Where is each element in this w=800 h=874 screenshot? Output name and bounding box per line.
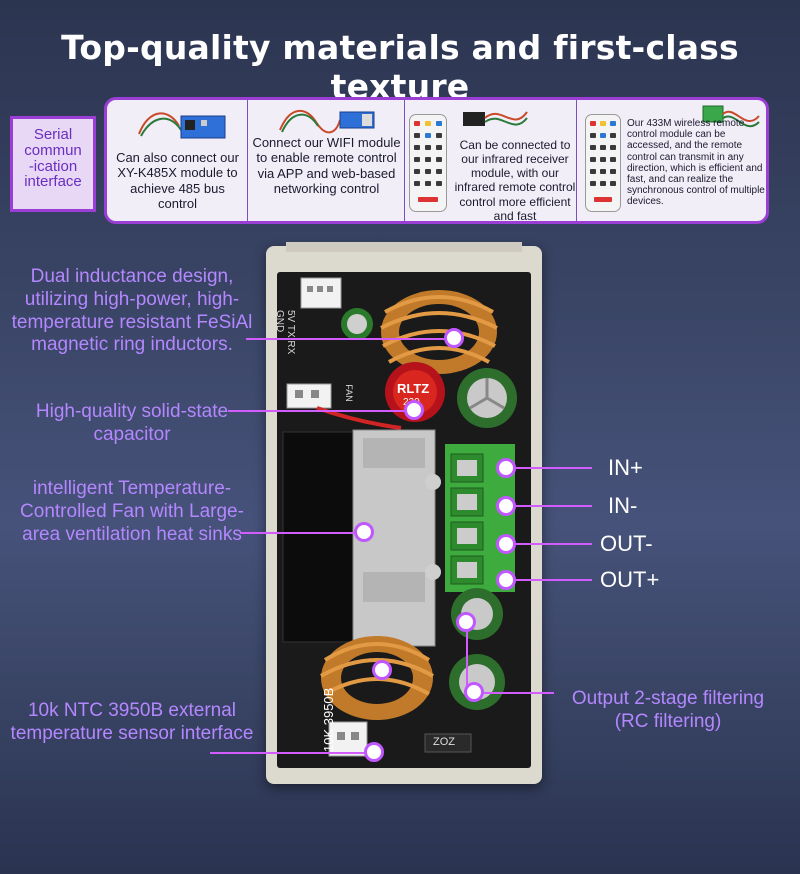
pin-rx: RX <box>285 340 296 355</box>
module-cell-ir: Can be connected to our infrared receive… <box>405 100 577 223</box>
rs485-module-icon <box>138 112 226 139</box>
rf-433m-module-icon <box>702 105 760 128</box>
module-strip: Can also connect our XY-K485X module to … <box>104 97 769 224</box>
fan-line <box>240 532 364 534</box>
pin-labels: 5V TX RX GND <box>274 310 296 370</box>
inductance-callout <box>444 328 464 348</box>
capacitor-brand: RLTZ <box>397 381 430 396</box>
bottom-inductor-callout <box>372 660 392 680</box>
ntc-marking: 10K 3950B <box>321 687 336 752</box>
ntc-callout <box>364 742 384 762</box>
inductance-label: Dual inductance design, utilizing high-p… <box>11 266 253 356</box>
module-text-485: Can also connect our XY-K485X module to … <box>116 150 239 211</box>
ntc-label: 10k NTC 3950B external temperature senso… <box>10 700 254 744</box>
ir-receiver-icon <box>463 111 528 126</box>
fan-label: intelligent Temperature-Controlled Fan w… <box>20 478 244 545</box>
terminal-in-minus: IN- <box>608 493 638 518</box>
out-plus-line <box>504 579 592 581</box>
capacitor-line <box>228 410 414 412</box>
serial-line-4: interface <box>24 173 82 191</box>
serial-communication-label: Serial commun -ication interface <box>10 116 96 212</box>
pin-gnd: GND <box>274 310 285 333</box>
fan-marking: FAN <box>343 384 354 402</box>
inductance-line <box>246 338 454 340</box>
page-title: Top-quality materials and first-class te… <box>61 28 739 106</box>
rf-remote-icon <box>585 114 621 212</box>
casing-top-rim <box>286 242 522 252</box>
module-cell-wifi: Connect our WIFI module to enable remote… <box>248 100 405 221</box>
module-text-wifi: Connect our WIFI module to enable remote… <box>252 135 401 196</box>
serial-line-3: -ication <box>28 157 78 175</box>
module-cell-485: Can also connect our XY-K485X module to … <box>107 100 248 221</box>
wifi-module-icon <box>279 110 375 134</box>
output-vline <box>466 622 468 690</box>
output-line <box>474 692 554 694</box>
pin-tx: TX <box>285 324 296 338</box>
terminal-out-plus: OUT+ <box>600 567 660 592</box>
terminal-out-minus: OUT- <box>600 531 653 556</box>
in-minus-callout <box>496 496 516 516</box>
out-plus-callout <box>496 570 516 590</box>
pin-5v: 5V <box>285 310 296 323</box>
ir-remote-icon <box>409 114 447 212</box>
capacitor-label: High-quality solid-state capacitor <box>35 401 229 445</box>
output-cap-bottom-callout <box>464 682 484 702</box>
output-cap-top-callout <box>456 612 476 632</box>
serial-line-1: Serial <box>33 126 73 143</box>
serial-line-2: commun <box>24 141 82 159</box>
in-plus-line <box>504 467 592 469</box>
output-filter-label: Output 2-stage filtering (RC filtering) <box>571 688 765 732</box>
terminal-in-plus: IN+ <box>608 455 643 480</box>
in-minus-line <box>504 505 592 507</box>
module-cell-433m: Our 433M wireless remote control module … <box>577 100 766 221</box>
ntc-line <box>210 752 374 754</box>
module-text-433m: Our 433M wireless remote control module … <box>627 118 765 208</box>
fan-callout <box>354 522 374 542</box>
out-minus-line <box>504 543 592 545</box>
in-plus-callout <box>496 458 516 478</box>
module-text-ir: Can be connected to our infrared receive… <box>454 138 576 223</box>
diode-marking: ZOZ <box>433 736 455 748</box>
out-minus-callout <box>496 534 516 554</box>
capacitor-callout <box>404 400 424 420</box>
